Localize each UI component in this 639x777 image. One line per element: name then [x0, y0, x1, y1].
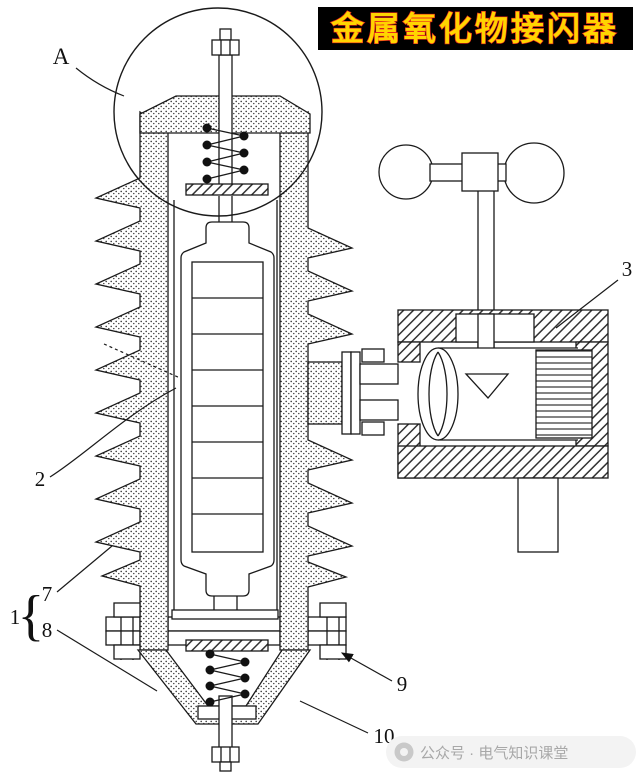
- callout-2: 2: [35, 467, 46, 491]
- callout-9: 9: [397, 672, 408, 696]
- leader-3: [555, 279, 619, 329]
- flange-bolt-left: [113, 602, 141, 660]
- detail-circle-a: [113, 7, 323, 217]
- callout-1: 1: [10, 605, 21, 629]
- leader-7: [56, 545, 113, 593]
- leader-a: [75, 67, 125, 97]
- watermark-pill: [386, 736, 636, 768]
- callout-7: 7: [42, 582, 53, 606]
- title-banner: 金属氧化物接闪器: [318, 7, 633, 50]
- leader-8: [56, 629, 158, 692]
- page-title: 金属氧化物接闪器: [330, 10, 619, 47]
- fan-bell: [417, 347, 459, 441]
- housing-bottom-cap: [136, 649, 312, 725]
- varistor-blocks: [192, 297, 263, 515]
- sphere-left: [378, 144, 434, 200]
- title-background: [318, 7, 633, 50]
- leader-9: [340, 652, 393, 682]
- inner-core-block: [535, 349, 593, 439]
- pipe-flange-top: [361, 348, 385, 363]
- callout-a: A: [53, 44, 70, 69]
- callout-3: 3: [622, 257, 633, 281]
- post-bearing: [455, 313, 535, 343]
- bottom-rod: [218, 695, 233, 749]
- bottom-terminal-bolt: [211, 746, 240, 772]
- housing-left-wall-sheds: [93, 110, 169, 651]
- arrester-assembly: [93, 28, 355, 772]
- fan-blade-right: [437, 351, 448, 437]
- watermark-logo-icon-inner: [400, 748, 408, 756]
- pipe-flange-bottom: [361, 421, 385, 436]
- leader-2: [49, 387, 177, 478]
- flange-bolt-right: [319, 602, 347, 660]
- top-terminal-bolt: [211, 28, 240, 186]
- pipe-stub: [307, 361, 343, 425]
- leader-10: [299, 700, 369, 734]
- bar-hub: [461, 152, 499, 192]
- counter-device: [378, 142, 609, 553]
- funnel: [464, 373, 510, 399]
- bottom-spring: [185, 639, 269, 707]
- device-bottom-stub: [517, 477, 559, 553]
- callout-10: 10: [374, 724, 395, 748]
- callout-8: 8: [42, 618, 53, 642]
- sphere-right: [503, 142, 565, 204]
- leader-2-dashed: [103, 343, 181, 379]
- housing-right-wall-sheds: [279, 110, 355, 651]
- fan-blade-left: [428, 351, 439, 437]
- watermark: 公众号 · 电气知识课堂: [386, 736, 636, 768]
- connecting-pipe: [307, 348, 399, 436]
- leader-lines: [49, 67, 619, 734]
- pipe-duct-top: [359, 363, 399, 385]
- callout-brace: {: [18, 585, 45, 647]
- top-spring: [185, 123, 269, 196]
- watermark-text: 公众号 · 电气知识课堂: [420, 745, 568, 762]
- inner-cylinder: [417, 347, 593, 441]
- varistor-column: [171, 196, 279, 620]
- pipe-duct-bottom: [359, 399, 399, 421]
